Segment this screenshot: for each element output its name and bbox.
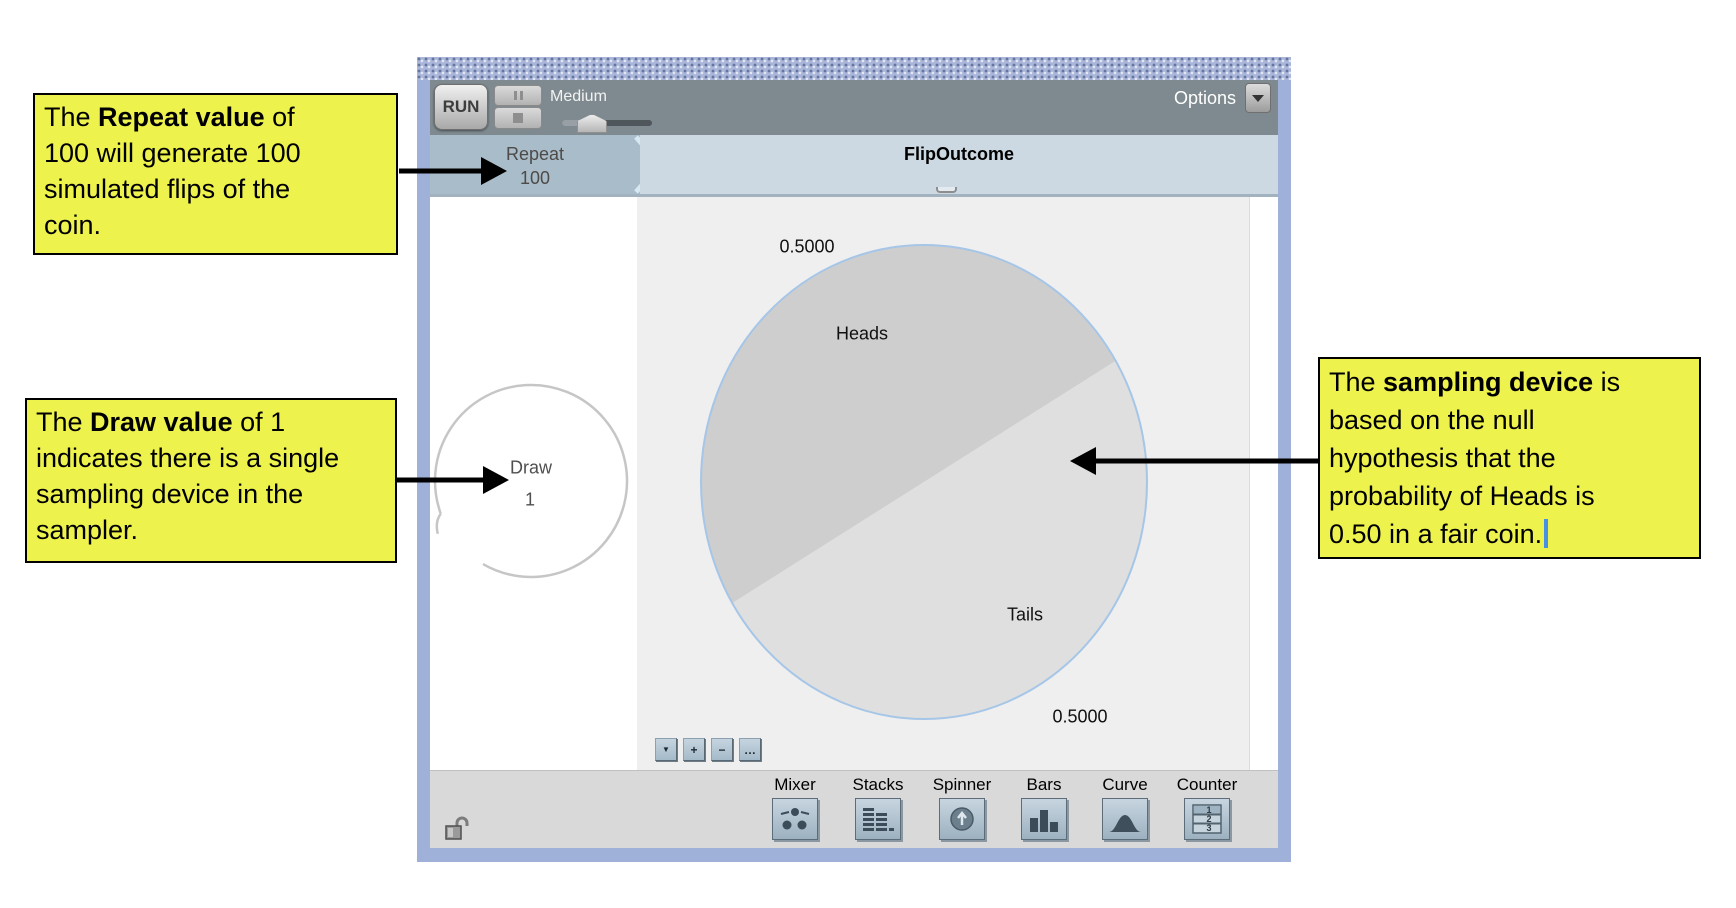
unlock-icon[interactable] [444, 813, 470, 843]
curve-icon [1109, 815, 1141, 832]
device-mixer: Mixer [750, 775, 840, 840]
pause-button[interactable] [494, 85, 542, 106]
draw-label: Draw [509, 457, 553, 478]
spinner-panel-buttons: ▼ + − … [655, 738, 761, 761]
add-sector-button[interactable]: + [683, 738, 705, 761]
window-drag-strip[interactable] [417, 57, 1291, 80]
repeat-label: Repeat [505, 144, 565, 164]
mixer-button[interactable] [772, 798, 818, 840]
counter-button[interactable]: 1 2 3 [1184, 798, 1230, 840]
stop-button[interactable] [494, 107, 542, 129]
chevron-down-icon [1252, 94, 1264, 102]
speed-slider[interactable] [562, 114, 652, 134]
speed-label: Medium [550, 88, 607, 105]
spinner-button[interactable] [939, 798, 985, 840]
sector-options-button[interactable]: ▼ [655, 738, 677, 761]
sector-proportion-top[interactable]: 0.5000 [779, 236, 835, 257]
device-counter: Counter 1 2 3 [1162, 775, 1252, 840]
spinner-device-panel: Heads Tails 0.5000 0.5000 ▼ + − … [637, 197, 1250, 770]
column-header[interactable]: FlipOutcome [640, 135, 1278, 194]
spinner-sector-tails[interactable] [732, 360, 1148, 720]
speed-slider-thumb[interactable] [577, 114, 607, 133]
device-curve: Curve [1080, 775, 1170, 840]
stop-icon [513, 113, 523, 123]
stacks-button[interactable] [855, 798, 901, 840]
spinner-sector-heads[interactable] [700, 244, 1116, 604]
sector-label-tails[interactable]: Tails [1006, 604, 1044, 625]
pause-icon [513, 91, 523, 100]
more-options-button[interactable]: … [739, 738, 761, 761]
draw-ring-icon[interactable] [430, 197, 637, 770]
remove-sector-button[interactable]: − [711, 738, 733, 761]
device-bars: Bars [999, 775, 1089, 840]
run-button[interactable]: RUN [434, 84, 488, 130]
sampler-toolbar: RUN Medium Options [430, 80, 1278, 135]
sector-proportion-bottom[interactable]: 0.5000 [1052, 706, 1108, 727]
slider-track[interactable] [562, 120, 652, 126]
divider-handle[interactable] [936, 187, 957, 193]
stacks-icon [863, 808, 894, 831]
column-title[interactable]: FlipOutcome [903, 144, 1014, 164]
sampler-main: Draw 1 Heads Tails 0.5000 0.5000 ▼ + − … [430, 197, 1278, 770]
device-spinner: Spinner [917, 775, 1007, 840]
svg-text:1: 1 [1206, 805, 1211, 815]
repeat-control[interactable]: Repeat 100 [430, 135, 640, 194]
device-type-bar: Mixer Stacks [430, 770, 1278, 848]
options-dropdown-button[interactable] [1245, 83, 1271, 113]
sector-label-heads[interactable]: Heads [835, 323, 889, 344]
spinner-pie [700, 244, 1148, 720]
mixer-icon [780, 808, 810, 830]
sampler-content: RUN Medium Options Repeat [430, 80, 1278, 848]
counter-icon: 1 2 3 [1192, 804, 1222, 834]
sampler-header: Repeat 100 FlipOutcome [430, 135, 1278, 197]
curve-button[interactable] [1102, 798, 1148, 840]
svg-text:3: 3 [1206, 823, 1211, 833]
bars-icon [1030, 810, 1058, 832]
draw-value[interactable]: 1 [524, 489, 536, 510]
spinner-outline [700, 244, 1148, 720]
bars-button[interactable] [1021, 798, 1067, 840]
device-stacks: Stacks [833, 775, 923, 840]
svg-text:2: 2 [1206, 814, 1211, 824]
options-label[interactable]: Options [1173, 87, 1236, 108]
text-cursor [1544, 519, 1549, 548]
spinner-icon [950, 807, 974, 831]
repeat-value[interactable]: 100 [519, 168, 551, 188]
sampler-window: RUN Medium Options Repeat [417, 57, 1291, 862]
draw-area: Draw 1 [430, 197, 637, 770]
